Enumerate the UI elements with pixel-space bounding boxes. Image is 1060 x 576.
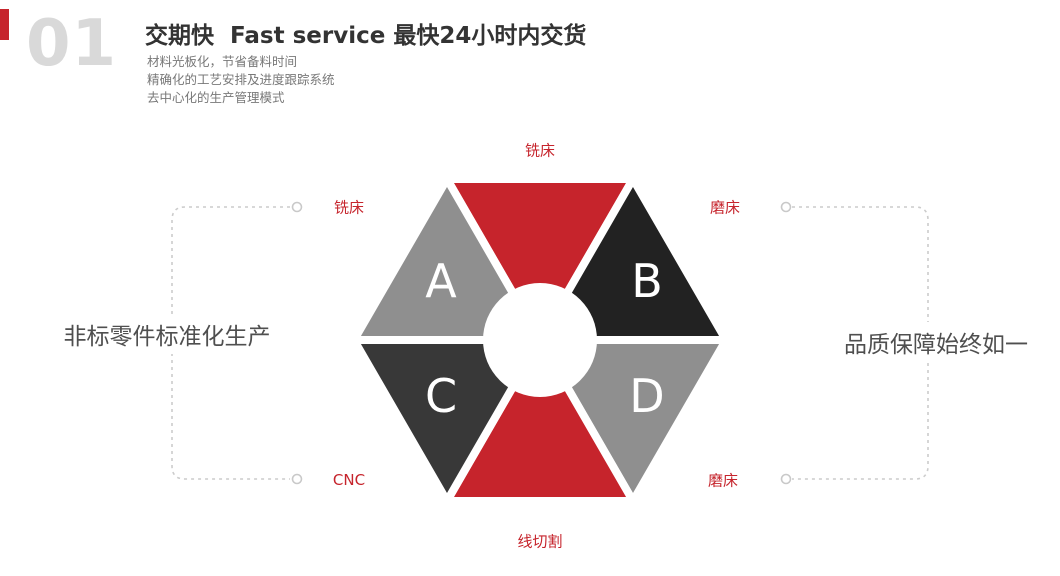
segment-letter-d: D — [629, 369, 665, 423]
right-caption: 品质保障始终如一 — [838, 322, 1034, 362]
connector-endpoint-upper-left — [291, 201, 303, 213]
connector-endpoint-lower-left — [291, 473, 303, 485]
segment-label-upper-left: 铣床 — [333, 198, 365, 217]
center-circle — [483, 283, 597, 397]
left-caption: 非标零件标准化生产 — [57, 314, 277, 354]
segment-label-upper-right: 磨床 — [709, 198, 741, 217]
section-title: 交期快 Fast service 最快24小时内交货 — [145, 23, 587, 49]
segment-letter-c: C — [424, 369, 458, 423]
segment-upper-left — [350, 175, 544, 344]
segment-label-top: 铣床 — [524, 141, 556, 160]
segment-label-lower-left: CNC — [332, 471, 366, 489]
description-line-2: 精确化的工艺安排及进度跟踪系统 — [147, 72, 335, 87]
left-connector-line — [171, 206, 290, 480]
section-number: 01 — [26, 7, 118, 81]
connector-endpoint-upper-right — [780, 201, 792, 213]
accent-bar — [0, 9, 9, 40]
description-line-1: 材料光板化，节省备料时间 — [147, 54, 298, 69]
section-description: 材料光板化，节省备料时间 精确化的工艺安排及进度跟踪系统 去中心化的生产管理模式 — [147, 53, 335, 107]
segment-label-bottom: 线切割 — [517, 532, 563, 551]
segment-label-lower-right: 磨床 — [707, 471, 739, 490]
segment-letter-a: A — [425, 254, 457, 308]
description-line-3: 去中心化的生产管理模式 — [147, 90, 285, 105]
connector-endpoint-lower-right — [780, 473, 792, 485]
segment-letter-b: B — [631, 254, 663, 308]
